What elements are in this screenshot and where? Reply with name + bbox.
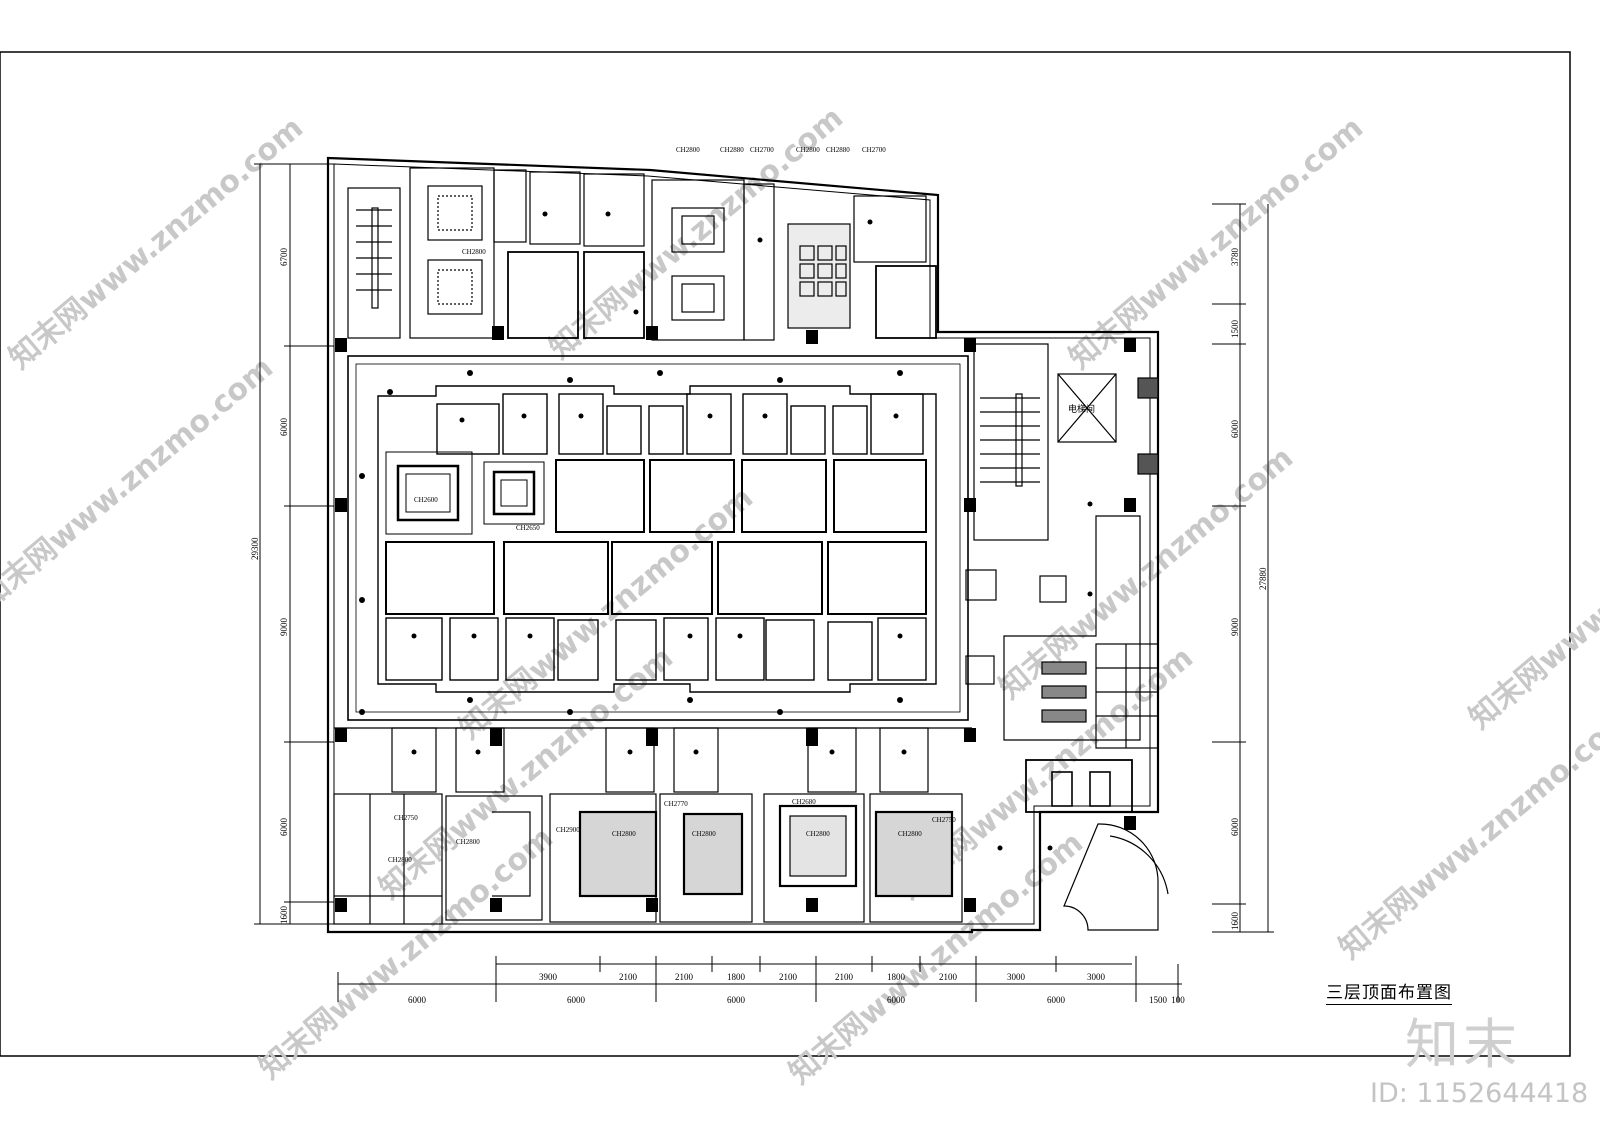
dim-bottom-upper-8: 2100: [939, 972, 958, 982]
dim-right-3: 6000: [1230, 420, 1240, 439]
dim-left-1: 6700: [279, 248, 289, 267]
dim-right-4: 9000: [1230, 618, 1240, 637]
watermark-1: 知末网www.znzmo.com: [3, 110, 310, 376]
ch-bottom-g: CH2800: [692, 830, 716, 838]
dim-bottom-lower-1: 6000: [408, 995, 427, 1005]
watermark-3: 知末网www.znzmo.com: [1063, 110, 1370, 376]
dim-bottom-upper-3: 2100: [675, 972, 694, 982]
drawing-title: 三层顶面布置图: [1326, 978, 1452, 1005]
ch-top-room-1: CH2800: [462, 248, 486, 256]
ch-bottom-j: CH2800: [898, 830, 922, 838]
ch-bottom-k: CH2750: [932, 816, 956, 824]
dim-bottom-upper-5: 2100: [779, 972, 798, 982]
ch-bottom-e: CH2800: [612, 830, 636, 838]
watermark-9: 知末网www.znzmo.com: [1333, 700, 1600, 966]
dim-left-5: 1600: [279, 906, 289, 925]
elevator-room-label: 电梯间: [1068, 403, 1095, 414]
dim-right-5: 6000: [1230, 818, 1240, 837]
dim-left-total: 29300: [250, 537, 260, 560]
light-fixtures: [359, 211, 1093, 851]
ch-left-room-b: CH2650: [516, 524, 540, 532]
ch-bottom-a: CH2750: [394, 814, 418, 822]
dim-right-1: 3780: [1230, 248, 1240, 267]
dim-bottom-lower-6: 1500: [1149, 995, 1168, 1005]
drawing-id: ID: 1152644418: [1370, 1078, 1589, 1109]
watermark-4: 知末网www.znzmo.com: [0, 350, 280, 616]
ch-bottom-h: CH2680: [792, 798, 816, 806]
ch-top-e: CH2880: [826, 146, 850, 154]
top-rooms: [347, 167, 937, 341]
dimension-lines: [254, 163, 1274, 1002]
dim-bottom-upper-1: 3900: [539, 972, 558, 982]
ch-top-f: CH2700: [862, 146, 886, 154]
dim-bottom-lower-2: 6000: [567, 995, 586, 1005]
ch-bottom-b: CH2800: [388, 856, 412, 864]
dim-bottom-upper-7: 1800: [887, 972, 906, 982]
watermark-12: 知末网www.znzmo.com: [1463, 470, 1600, 736]
brand-logo: 知末: [1405, 1013, 1521, 1076]
dim-right-6: 1600: [1230, 912, 1240, 931]
dim-bottom-lower-3: 6000: [727, 995, 746, 1005]
ch-top-a: CH2800: [676, 146, 700, 154]
dim-bottom-upper-4: 1800: [727, 972, 746, 982]
bottom-rooms: [333, 727, 972, 925]
dim-left-3: 9000: [279, 618, 289, 637]
dim-bottom-lower-4: 6000: [887, 995, 906, 1005]
dim-right-total: 27880: [1258, 567, 1268, 590]
ch-top-c: CH2700: [750, 146, 774, 154]
dim-bottom-upper-10: 3000: [1087, 972, 1106, 982]
ch-bottom-d: CH2900: [556, 826, 580, 834]
ch-bottom-c: CH2800: [456, 838, 480, 846]
central-hall: [347, 355, 969, 721]
ch-bottom-i: CH2800: [806, 830, 830, 838]
dim-left-4: 6000: [279, 818, 289, 837]
dim-bottom-lower-5: 6000: [1047, 995, 1066, 1005]
ch-top-b: CH2880: [720, 146, 744, 154]
dim-bottom-upper-6: 2100: [835, 972, 854, 982]
columns: [335, 326, 1136, 912]
dim-bottom-upper-2: 2100: [619, 972, 638, 982]
ch-top-d: CH2800: [796, 146, 820, 154]
dim-right-2: 1500: [1230, 320, 1240, 339]
ch-bottom-f: CH2770: [664, 800, 688, 808]
ch-left-room: CH2600: [414, 496, 438, 504]
dim-bottom-upper-9: 3000: [1007, 972, 1026, 982]
dim-left-2: 6000: [279, 418, 289, 437]
right-wing: [965, 343, 1169, 931]
dim-bottom-lower-7: 100: [1171, 995, 1185, 1005]
